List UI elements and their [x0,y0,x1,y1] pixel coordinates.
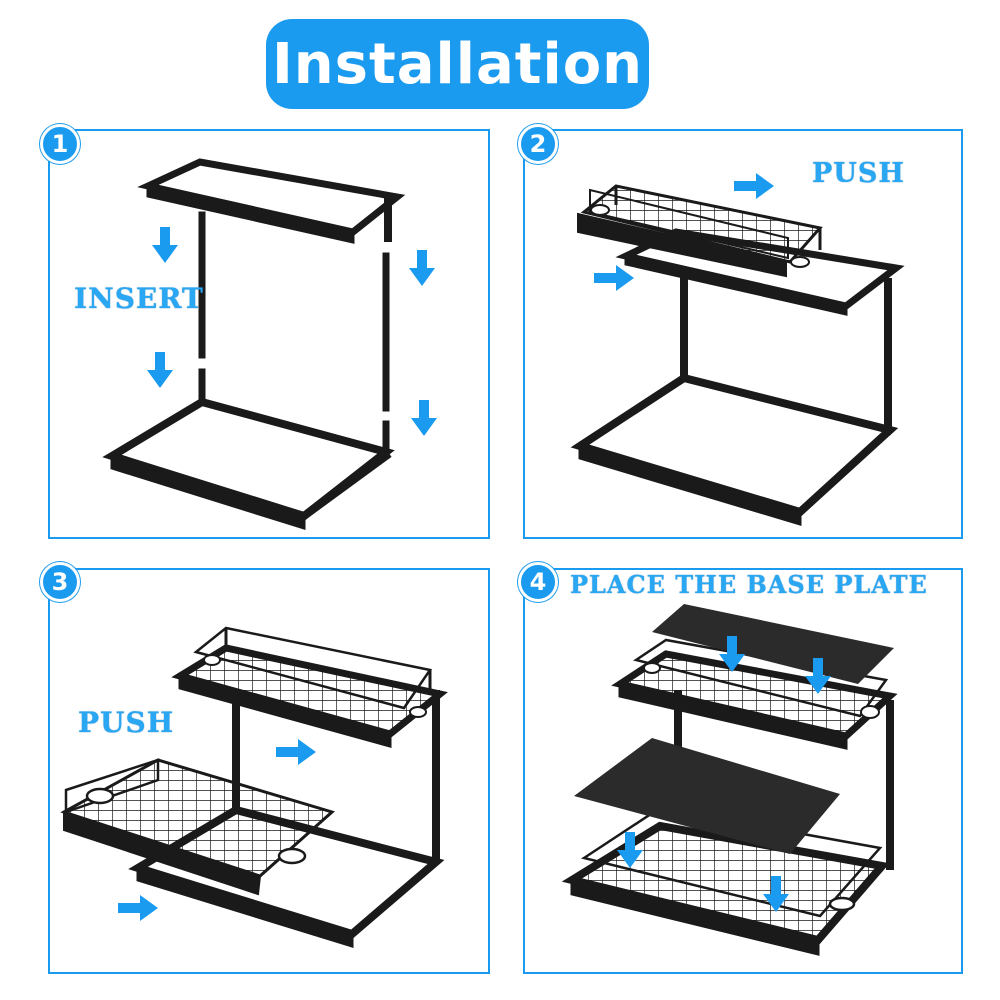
upper-base-plate [652,604,894,684]
step-1-frame [102,158,406,531]
step-4-label: PLACE THE BASE PLATE [570,570,928,599]
step-1-badge: 1 [40,124,80,164]
step-4-plates [574,604,894,854]
step-1-label: INSERT [74,282,204,315]
step-2-badge: 2 [518,124,558,164]
step-3-frame [60,626,448,949]
step-2-label: PUSH [812,158,905,189]
step-4-badge: 4 [518,562,558,602]
title-banner: Installation [266,19,649,109]
step-4-frame [561,638,898,956]
page-title: Installation [271,31,644,97]
step-3-label: PUSH [78,706,175,739]
step-3-badge: 3 [40,562,80,602]
step-2-frame [570,184,905,527]
lower-base-plate [574,738,840,854]
